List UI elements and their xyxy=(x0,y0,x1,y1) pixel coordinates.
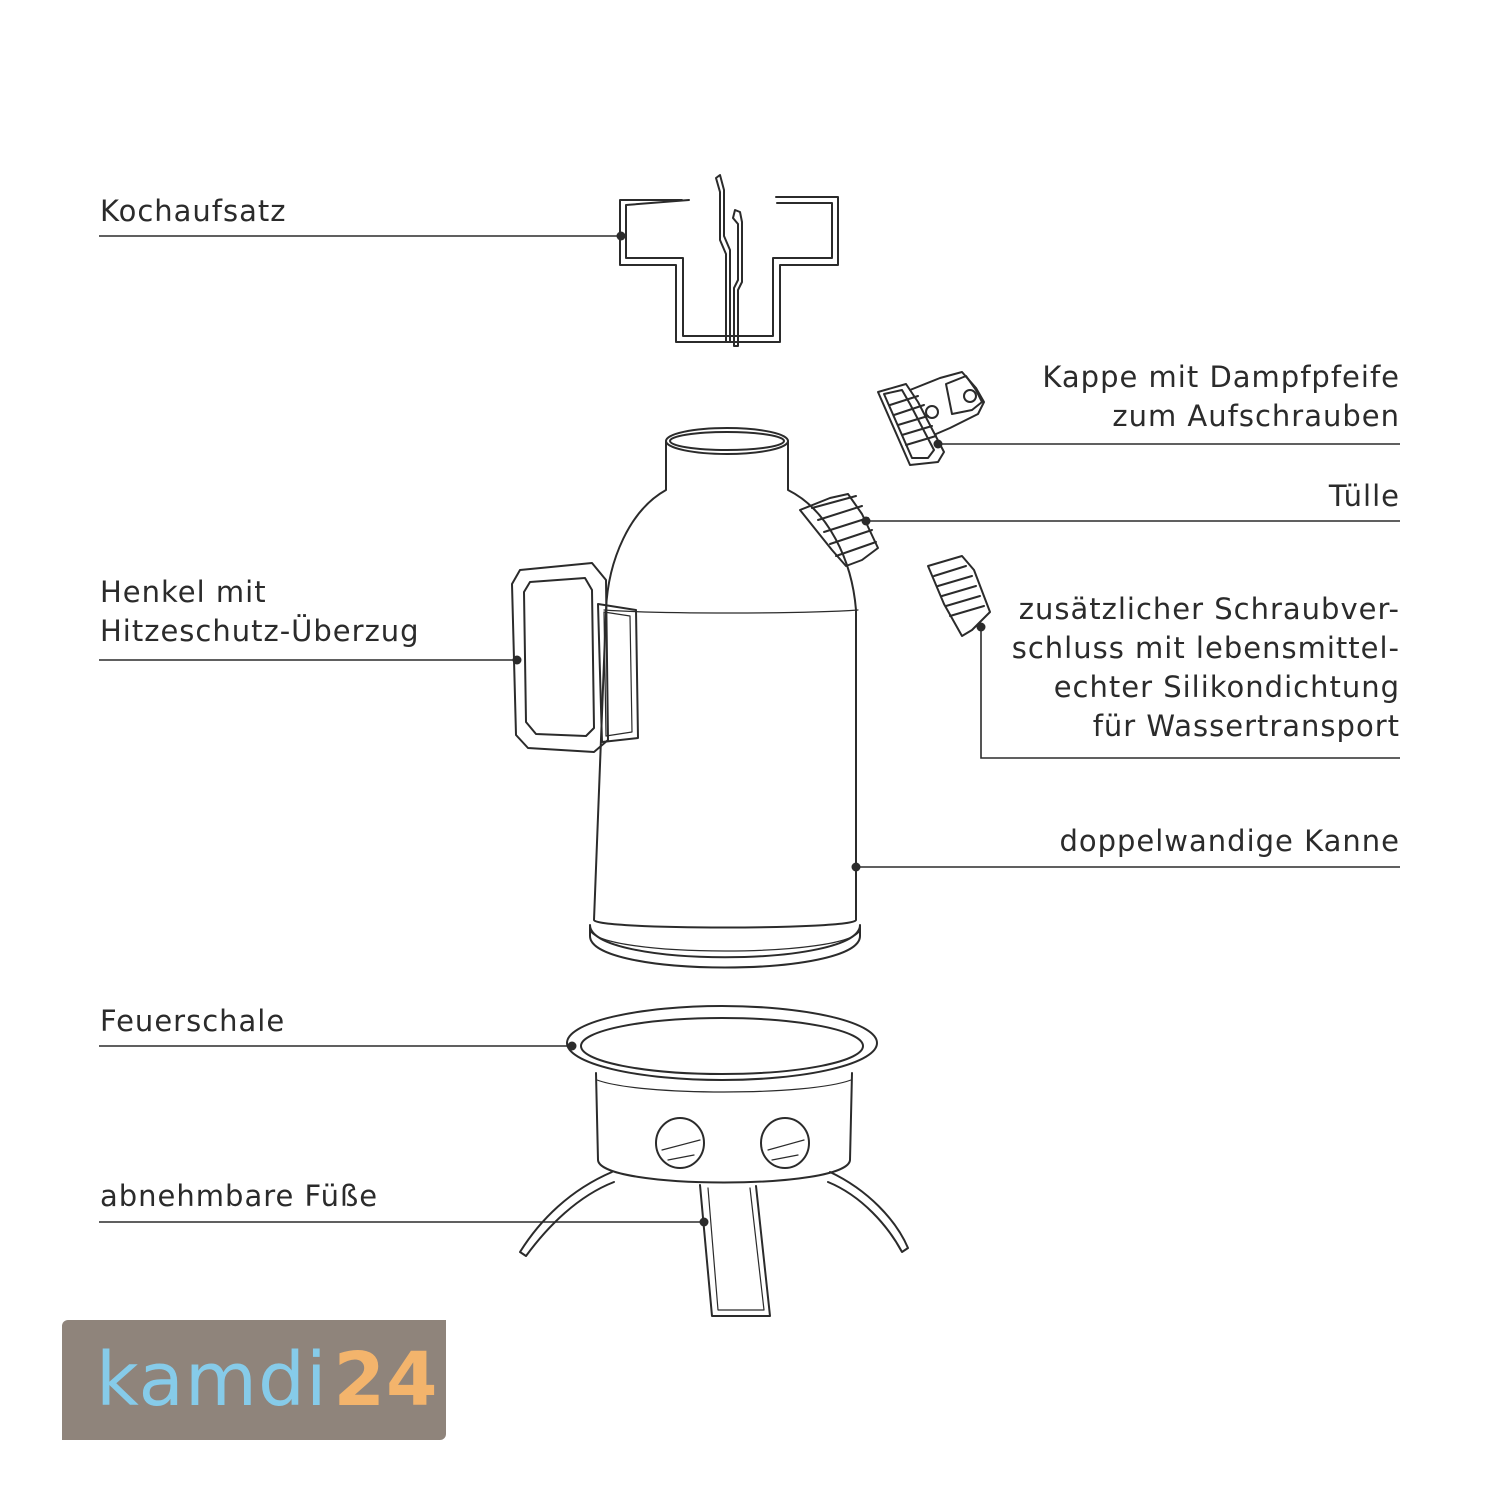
henkel-part xyxy=(511,562,639,753)
schraubverschluss-part xyxy=(927,555,991,637)
label-schraubverschluss-line-3: echter Silikondichtung xyxy=(1053,670,1400,704)
logo-number: 24 xyxy=(333,1337,439,1423)
logo-word: kamdi xyxy=(96,1337,328,1423)
leader-dot-schraubverschluss xyxy=(976,622,986,632)
leader-dot-fuesse xyxy=(699,1217,709,1227)
leader-dot-tuelle xyxy=(861,516,871,526)
leader-dot-feuerschale xyxy=(567,1041,577,1051)
label-kappe-line-2: zum Aufschrauben xyxy=(1112,399,1400,433)
leader-schraubverschluss xyxy=(980,627,1400,759)
label-kochaufsatz: Kochaufsatz xyxy=(100,194,287,228)
label-henkel-line-1: Henkel mit xyxy=(100,575,267,609)
logo-badge xyxy=(62,1320,446,1440)
label-feuerschale: Feuerschale xyxy=(100,1004,286,1038)
label-kanne: doppelwandige Kanne xyxy=(1059,824,1400,858)
label-schraubverschluss-line-1: zusätzlicher Schraubver- xyxy=(1018,592,1400,626)
label-schraubverschluss: zusätzlicher Schraubver- schluss mit leb… xyxy=(1012,590,1400,746)
label-kappe-line-1: Kappe mit Dampfpfeife xyxy=(1042,360,1400,394)
tuelle-part xyxy=(799,493,879,567)
leader-dot-kanne xyxy=(851,862,861,872)
leader-dot-henkel xyxy=(512,655,522,665)
kochaufsatz-part xyxy=(619,174,839,347)
label-schraubverschluss-line-4: für Wassertransport xyxy=(1092,709,1400,743)
label-tuelle: Tülle xyxy=(1328,479,1400,513)
leader-dot-kappe xyxy=(933,439,943,449)
kappe-part xyxy=(877,371,985,466)
feuerschale-part xyxy=(566,1005,878,1184)
leader-dot-kochaufsatz xyxy=(616,231,626,241)
kanne-part xyxy=(589,427,861,969)
label-henkel-line-2: Hitzeschutz-Überzug xyxy=(100,614,420,648)
label-henkel: Henkel mit Hitzeschutz-Überzug xyxy=(100,573,420,651)
label-fuesse: abnehmbare Füße xyxy=(100,1179,379,1213)
label-kappe: Kappe mit Dampfpfeife zum Aufschrauben xyxy=(1042,358,1400,436)
kamdi24-logo: kamdi24 xyxy=(96,1330,439,1430)
label-schraubverschluss-line-2: schluss mit lebensmittel- xyxy=(1011,631,1400,665)
fuesse-part xyxy=(519,1171,909,1317)
